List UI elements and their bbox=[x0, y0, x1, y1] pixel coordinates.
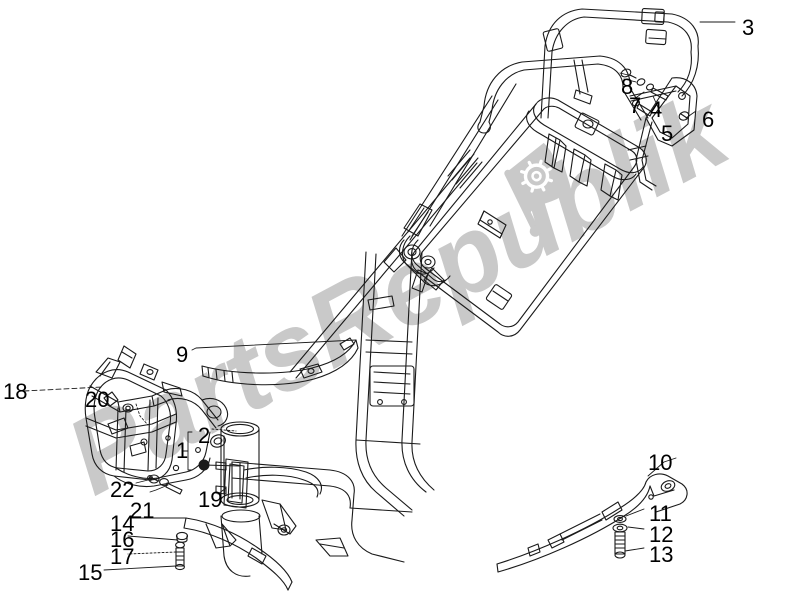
callout-1: 1 bbox=[176, 438, 189, 463]
callout-6: 6 bbox=[702, 107, 715, 132]
callout-5: 5 bbox=[661, 121, 674, 146]
callout-9: 9 bbox=[176, 342, 189, 367]
trim-part-9 bbox=[201, 337, 359, 386]
fastener-group-15-17 bbox=[175, 531, 189, 571]
callout-21: 21 bbox=[130, 498, 155, 523]
callout-10: 10 bbox=[648, 450, 673, 475]
callout-8: 8 bbox=[621, 74, 634, 99]
callout-2: 2 bbox=[198, 423, 211, 448]
fastener-group-4-8 bbox=[620, 68, 690, 121]
floor-cross-tubes bbox=[231, 461, 413, 563]
main-frame-upper-rails bbox=[411, 97, 647, 337]
callout-17: 17 bbox=[110, 544, 135, 569]
callout-7: 7 bbox=[629, 93, 642, 118]
callout-18: 18 bbox=[3, 379, 28, 404]
callout-12: 12 bbox=[649, 522, 674, 547]
steering-head-tube bbox=[210, 421, 263, 577]
callout-4: 4 bbox=[650, 97, 663, 122]
trim-part-10 bbox=[496, 473, 688, 573]
front-hinge-cluster bbox=[383, 239, 445, 293]
callout-11: 11 bbox=[649, 501, 672, 526]
frame-central-spine bbox=[355, 249, 435, 517]
front-subframe-part-18 bbox=[84, 345, 229, 488]
callout-14: 14 bbox=[110, 511, 135, 536]
callout-20: 20 bbox=[85, 387, 110, 412]
trim-part-14 bbox=[183, 517, 293, 591]
callout-3: 3 bbox=[742, 15, 755, 40]
left-diagonal-tubes bbox=[289, 83, 517, 379]
callout-16: 16 bbox=[110, 527, 135, 552]
callout-19: 19 bbox=[198, 487, 223, 512]
callout-13: 13 bbox=[649, 542, 674, 567]
callout-15: 15 bbox=[78, 560, 103, 585]
callout-22: 22 bbox=[110, 477, 135, 502]
leader-lines bbox=[23, 21, 736, 571]
fastener-group-11-13 bbox=[612, 515, 628, 559]
